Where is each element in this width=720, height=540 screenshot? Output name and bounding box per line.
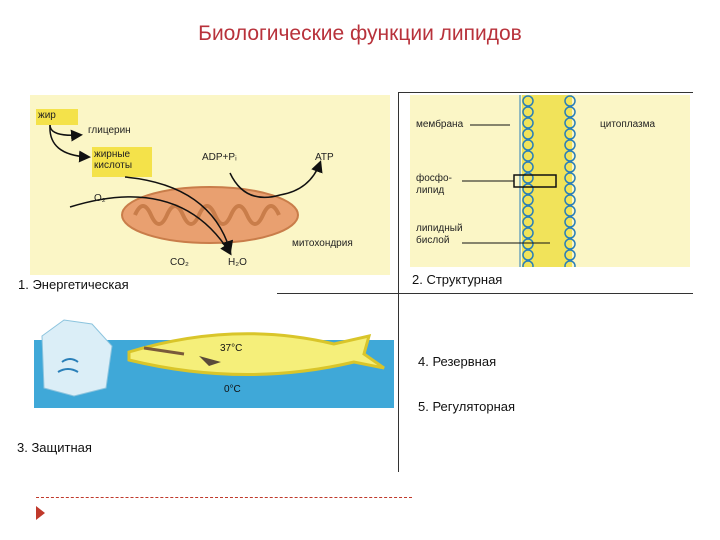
phospholipid-head	[522, 139, 534, 151]
phospholipid-head	[564, 150, 576, 162]
phospholipid-heads	[522, 95, 576, 272]
vertical-divider	[398, 92, 399, 472]
phospholipid-head	[522, 227, 534, 239]
membrane-diagram	[410, 95, 690, 272]
phospholipid-head	[522, 161, 534, 173]
bilayer-label-1: липидный	[416, 223, 463, 234]
fatty-acids-label-1: жирные	[94, 149, 131, 160]
o2-label: O₂	[94, 193, 106, 204]
phospholipid-head	[522, 249, 534, 261]
next-arrow-icon[interactable]	[36, 506, 45, 520]
bilayer-band	[522, 95, 572, 267]
fatty-acids-label-2: кислоты	[94, 160, 133, 171]
atp-label: ATP	[315, 152, 334, 163]
fat-box	[36, 109, 78, 125]
phospholipid-head	[522, 150, 534, 162]
phospholipid-head	[564, 205, 576, 217]
iceberg-cracks	[57, 358, 79, 373]
phospholipid-head	[522, 117, 534, 129]
whale-diagram	[34, 319, 394, 408]
phospholipid-head	[522, 205, 534, 217]
function-energy: 1. Энергетическая	[18, 277, 129, 292]
function-protective: 3. Защитная	[17, 440, 92, 455]
phospholipid-head	[564, 216, 576, 228]
phospholipid-label-1: фосфо-	[416, 173, 452, 184]
phospholipid-head	[522, 106, 534, 118]
adp-label: ADP+Pᵢ	[202, 152, 237, 163]
top-right-divider	[398, 92, 693, 93]
phospholipid-head	[564, 139, 576, 151]
mitochondrion-shape	[121, 186, 299, 244]
fat-label: жир	[38, 110, 56, 121]
page-title: Биологические функции липидов	[198, 22, 522, 45]
phospholipid-head	[564, 117, 576, 129]
phospholipid-head	[564, 172, 576, 184]
membrane-label: мембрана	[416, 119, 464, 130]
panel-background	[30, 95, 390, 275]
arrow-fat-acids	[49, 124, 91, 163]
phospholipid-head	[564, 194, 576, 206]
co2-label: CO₂	[170, 257, 189, 268]
phospholipid-head	[564, 95, 576, 107]
phospholipid-head	[522, 172, 534, 184]
phospholipid-label-2: липид	[416, 185, 445, 196]
whale-panel: 37°C 0°C	[34, 318, 394, 408]
glycerol-label: глицерин	[88, 125, 131, 136]
cytoplasm-label: цитоплазма	[600, 119, 656, 130]
whale-eye-line	[143, 346, 185, 356]
function-reserve: 4. Резервная	[418, 354, 497, 369]
phospholipid-head	[564, 238, 576, 250]
body-temperature: 37°C	[220, 343, 243, 354]
function-regulatory: 5. Регуляторная	[418, 399, 516, 414]
phospholipid-head	[564, 183, 576, 195]
footer-dashed-line	[36, 497, 412, 498]
phospholipid-head	[522, 128, 534, 140]
phospholipid-head	[564, 227, 576, 239]
energy-panel: жир глицерин жирные кислоты ADP+Pᵢ ATP O…	[30, 95, 390, 275]
arrow-adp-atp	[229, 160, 323, 199]
phospholipid-head	[522, 194, 534, 206]
mitochondrion-label: митохондрия	[292, 238, 353, 249]
phospholipid-head	[522, 95, 534, 107]
arrow-o2	[69, 196, 232, 256]
phospholipid-head	[522, 238, 534, 250]
water-temperature: 0°C	[224, 384, 241, 395]
whale-fin	[199, 356, 221, 366]
phospholipid-head	[522, 183, 534, 195]
phospholipid-head	[564, 161, 576, 173]
iceberg	[41, 319, 113, 397]
function-structural: 2. Структурная	[412, 272, 503, 287]
fatty-acids-box	[92, 147, 152, 177]
phospholipid-head	[564, 249, 576, 261]
arrow-to-co2	[124, 176, 234, 253]
h2o-label: H₂O	[228, 257, 247, 268]
bilayer-label-2: бислой	[416, 235, 450, 246]
membrane-panel: мембрана цитоплазма фосфо- липид липидны…	[410, 95, 690, 272]
phospholipid-head	[564, 106, 576, 118]
phospholipid-head	[564, 128, 576, 140]
phospholipid-head	[522, 216, 534, 228]
whale-body	[127, 332, 385, 376]
horizontal-divider	[277, 293, 693, 294]
energy-diagram	[30, 95, 390, 275]
